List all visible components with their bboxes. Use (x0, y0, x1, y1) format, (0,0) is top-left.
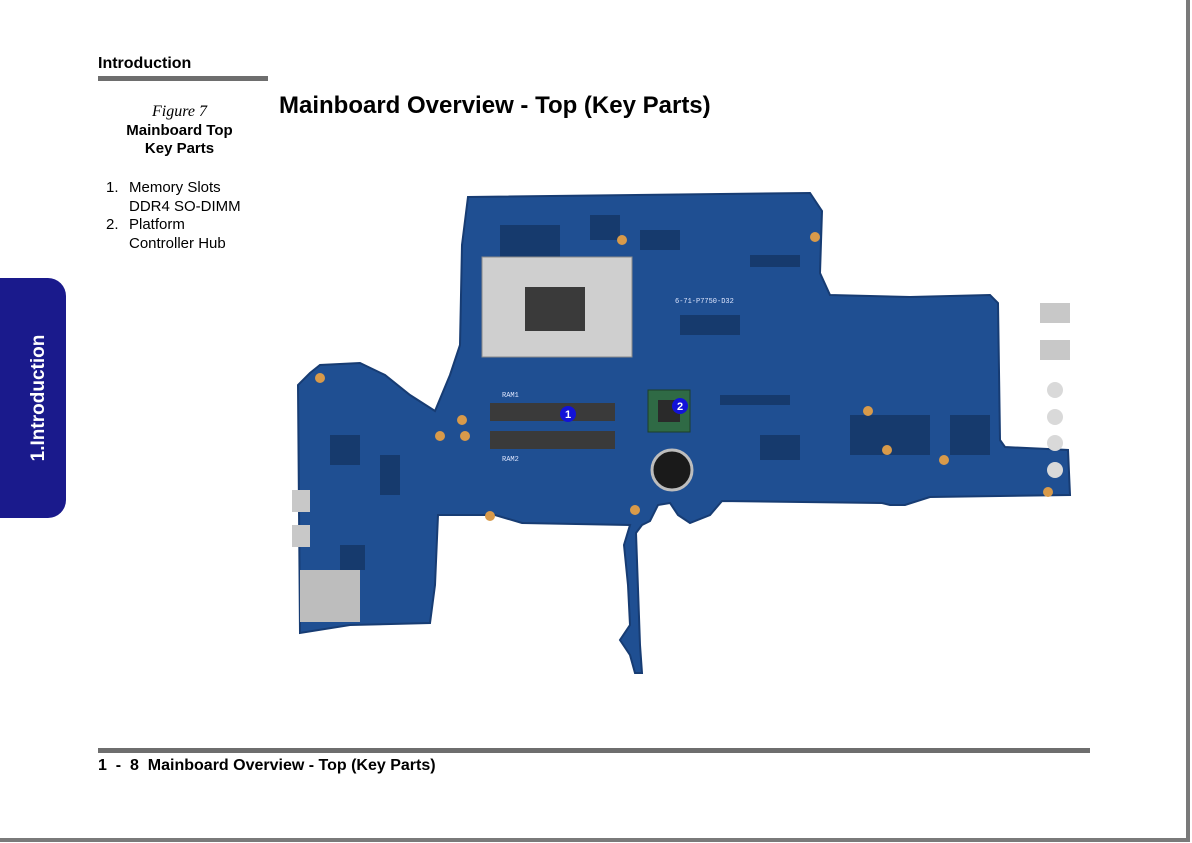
marker-1-label: 1 (565, 409, 571, 421)
ram2-label: RAM2 (502, 456, 519, 464)
section-header: Introduction (98, 55, 192, 72)
usb-port (292, 525, 310, 547)
marker-1 (560, 406, 576, 422)
footer-text: 1 - 8 Mainboard Overview - Top (Key Part… (98, 757, 436, 774)
memory-slot-ram1 (490, 403, 615, 421)
key-parts-list: 1. Memory Slots DDR4 SO-DIMM 2. Platform… (106, 179, 241, 253)
figure-label: Figure 7 (152, 103, 207, 120)
pcb-components (330, 215, 990, 570)
cmos-battery (650, 448, 694, 492)
chapter-side-tab-label: 1.Introduction (28, 334, 49, 462)
list-item: 2. Platform Controller Hub (106, 216, 241, 253)
ram1-label: RAM1 (502, 392, 519, 400)
figure-caption-line1: Mainboard Top (126, 122, 233, 139)
footer-rule (98, 748, 1090, 753)
list-item-text: Memory Slots DDR4 SO-DIMM (129, 179, 241, 215)
marker-2 (672, 398, 688, 414)
list-item-number: 2. (106, 216, 119, 233)
audio-jack (1047, 382, 1063, 398)
header-rule (98, 76, 268, 81)
usb-port (1040, 340, 1070, 360)
audio-jack (1047, 462, 1063, 478)
figure-caption: Mainboard Top Key Parts (98, 122, 261, 158)
list-item: 1. Memory Slots DDR4 SO-DIMM (106, 179, 241, 216)
figure-caption-line2: Key Parts (144, 140, 215, 157)
audio-jack (1047, 409, 1063, 425)
screw-holes (315, 232, 1053, 521)
page-title: Mainboard Overview - Top (Key Parts) (279, 92, 711, 119)
list-item-number: 1. (106, 179, 119, 196)
memory-slot-ram2 (490, 431, 615, 449)
usb-port (1040, 303, 1070, 323)
marker-2-label: 2 (677, 401, 683, 413)
audio-jack (1047, 435, 1063, 451)
usb-port (292, 490, 310, 512)
card-reader-slot (300, 570, 360, 622)
mainboard-photo: RAM1 RAM2 6-71-P7750-D32 1 2 (292, 191, 1072, 674)
cpu-socket-center (525, 287, 585, 331)
board-part-number: 6-71-P7750-D32 (675, 298, 734, 306)
chapter-side-tab: 1.Introduction (0, 278, 66, 518)
list-item-text: Platform Controller Hub (129, 216, 226, 252)
